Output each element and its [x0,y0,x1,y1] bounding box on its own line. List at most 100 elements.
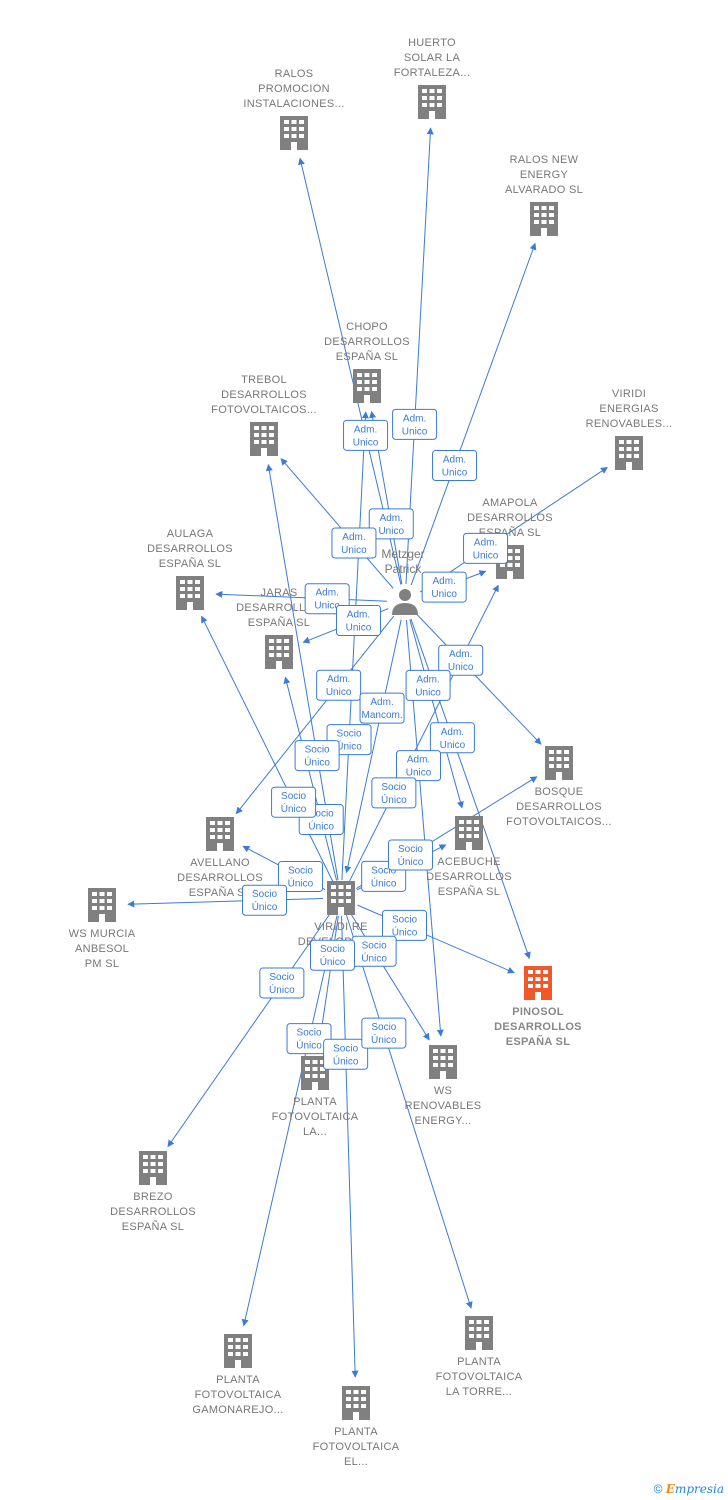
edge-metzger-aulaga [215,590,388,602]
relation-badge-text: Socio [269,972,294,983]
building-icon [327,881,355,915]
relation-badge-text: Mancom. [361,710,402,721]
company-label: ALVARADO SL [505,184,583,196]
company-label: RENOVABLES... [586,418,673,430]
relation-badge[interactable]: Adm.Unico [392,408,438,440]
footer-brand[interactable]: © Empresia [654,1482,724,1496]
relation-badge[interactable]: Adm.Unico [335,604,381,636]
company-label: DESARROLLOS [147,543,233,555]
relation-badge-text: Socio [333,1043,358,1054]
company-label: ENERGY... [415,1115,472,1127]
edge-metzger-trebol [280,458,394,589]
relation-badge[interactable]: Adm.Unico [343,419,389,451]
relation-badge-box [382,909,428,941]
relation-badge-box [432,450,478,482]
relation-badge[interactable]: Adm.Unico [421,571,467,603]
relation-badge[interactable]: Adm.Unico [463,532,509,564]
relation-badge-text: Único [320,955,346,968]
edge-viridi_re-ws_murcia [127,898,324,908]
relation-badge-text: Socio [337,729,362,740]
relation-badge-box [429,722,475,754]
relation-badge[interactable]: Adm.Unico [331,527,377,559]
building-icon [615,436,643,470]
relation-badge-box [371,777,417,809]
relation-badge[interactable]: Adm.Unico [368,508,414,540]
relation-badge-box [259,967,305,999]
company-node-planta_la[interactable]: PLANTAFOTOVOLTAICALA... [272,1056,359,1138]
company-node-planta_el[interactable]: PLANTAFOTOVOLTAICAEL... [313,1386,400,1468]
relation-badge-box [421,571,467,603]
relation-badge[interactable]: Adm.Unico [396,750,442,782]
company-node-ralos_promocion[interactable]: RALOSPROMOCIONINSTALACIONES... [243,68,344,150]
relation-badge-text: Unico [326,687,352,698]
relation-badge-text: Único [398,855,424,868]
edge-viridi_re-aulaga [201,615,334,883]
relation-badge[interactable]: Adm.Unico [438,644,484,676]
company-node-bosque[interactable]: BOSQUEDESARROLLOSFOTOVOLTAICOS... [506,746,612,828]
relation-badge-text: Adm. [449,649,472,660]
edge-viridi_re-amapola [348,584,499,883]
company-node-planta_gamonarejo[interactable]: PLANTAFOTOVOLTAICAGAMONAREJO... [192,1334,283,1416]
company-label: JARAS [261,587,298,599]
company-label: EL... [344,1456,368,1468]
edge-viridi_re-planta_gamonarejo [241,915,338,1327]
company-label: DESARROLLOS [324,336,410,348]
company-label: PLANTA [334,1426,378,1438]
relation-badge-box [331,527,377,559]
relation-badge-box [316,669,362,701]
relation-badge-text: Único [296,1039,322,1052]
company-label: DESARROLLOS [467,512,553,524]
relation-badge-text: Adm. [354,424,377,435]
relation-badge[interactable]: Adm.Unico [429,722,475,754]
company-node-ws_renovables[interactable]: WSRENOVABLESENERGY... [405,1045,482,1127]
relation-badge-text: Único [308,820,334,833]
relation-badge[interactable]: Adm.Unico [405,669,451,701]
building-icon [280,116,308,150]
company-label: PLANTA [457,1356,501,1368]
relation-badge[interactable]: Adm.Unico [316,669,362,701]
relation-badge-text: Adm. [433,576,456,587]
building-icon [530,202,558,236]
company-node-viridi_energias[interactable]: VIRIDIENERGIASRENOVABLES... [586,388,673,470]
relation-badge-text: Único [381,793,407,806]
relation-badge[interactable]: Adm.Mancom. [359,692,405,724]
relation-badge-box [271,786,317,818]
person-name: Patrick [385,562,423,576]
building-icon [524,966,552,1000]
relation-badge-text: Socio [309,809,334,820]
relation-badge-text: Adm. [347,609,370,620]
relation-badge-text: Único [281,802,307,815]
company-node-trebol[interactable]: TREBOLDESARROLLOSFOTOVOLTAICOS... [211,374,317,456]
relation-badge[interactable]: Adm.Unico [432,450,478,482]
relation-badge-box [242,884,288,916]
relation-badge-text: Adm. [407,755,430,766]
relation-badge-text: Socio [320,944,345,955]
